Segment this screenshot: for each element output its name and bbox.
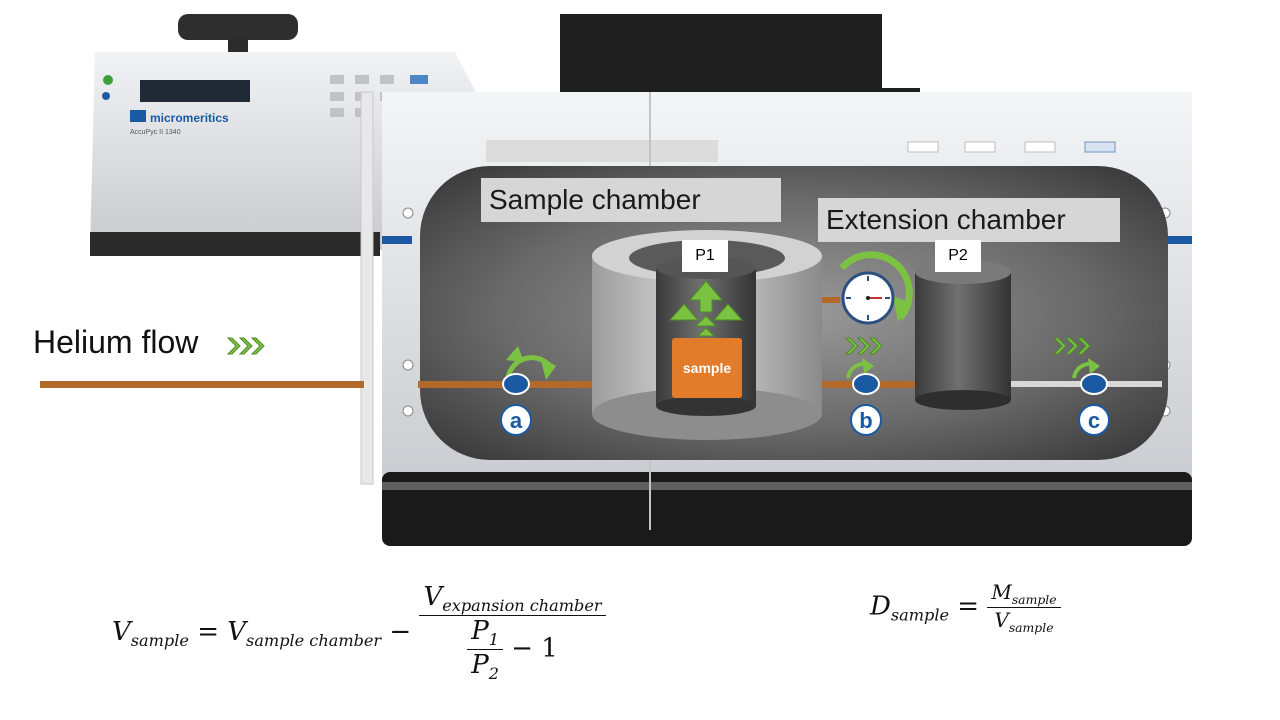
valve-a-label: a (500, 404, 532, 436)
p2-label: P2 (935, 240, 981, 272)
upward-flow-arrows-icon (668, 280, 744, 337)
valve-c-label: c (1078, 404, 1110, 436)
sample-block (672, 338, 742, 398)
p-num: P (471, 616, 489, 647)
density-formula: Dsample = Msample Vsample (870, 580, 1061, 635)
vol-term1: V (227, 616, 247, 647)
p1-label: P1 (682, 240, 728, 272)
den-den-sub: sample (1008, 620, 1054, 635)
extension-chamber-label: Extension chamber (818, 198, 1120, 242)
pressure-ratio: P1 P2 (467, 616, 503, 684)
device-model-text: AccuPyc II 1340 (130, 129, 181, 136)
flow-arrows-c-icon (1052, 337, 1091, 355)
tube-sample-to-extension (748, 381, 920, 388)
vol-lhs-sub: sample (130, 630, 189, 650)
minus-one: − 1 (511, 633, 558, 664)
den-den: V (994, 608, 1009, 632)
divider-post (360, 91, 374, 485)
extension-chamber-label-text: Extension chamber (826, 204, 1066, 235)
pressure-gauge-icon (839, 251, 913, 325)
vol-fraction-denominator: P1 P2 − 1 (419, 616, 605, 684)
flow-arrows-b-icon (844, 337, 883, 355)
den-lhs: D (870, 591, 891, 622)
tube-a-to-sample (418, 381, 660, 388)
minus-sign: − (389, 616, 412, 647)
extension-chamber (915, 260, 1011, 410)
helium-flow-label: Helium flow (33, 324, 198, 361)
sample-label: sample (683, 360, 731, 376)
sample-chamber-label-text: Sample chamber (489, 184, 701, 215)
den-num-sub: sample (1011, 592, 1057, 607)
p-den: P (471, 650, 489, 681)
valve-b-label: b (850, 404, 882, 436)
den-lhs-sub: sample (890, 605, 950, 625)
helium-inlet-tube (40, 381, 364, 388)
helium-flow-text: Helium flow (33, 324, 199, 360)
vol-fraction-numerator: Vexpansion chamber (419, 582, 606, 617)
vol-fraction: Vexpansion chamber P1 P2 − 1 (419, 582, 606, 684)
p-den-sub: 2 (488, 664, 499, 684)
volume-formula: Vsample = Vsample chamber − Vexpansion c… (112, 582, 606, 684)
pycnometer-diagram: micromeritics AccuPyc II 1340 (40, 14, 1192, 546)
vol-num: V (423, 582, 443, 612)
vol-term1-sub: sample chamber (246, 630, 382, 650)
p-num-sub: 1 (488, 630, 499, 650)
den-num: M (991, 580, 1012, 604)
valve-c-icon (1072, 358, 1108, 395)
valve-b-icon (846, 358, 880, 395)
density-fraction: Msample Vsample (987, 580, 1061, 635)
equals-sign: = (197, 616, 219, 647)
vol-num-sub: expansion chamber (442, 596, 602, 616)
sample-chamber-label: Sample chamber (481, 178, 781, 222)
valve-a-icon (502, 346, 556, 395)
density-equals-sign: = (957, 591, 980, 622)
device-brand-text: micromeritics (150, 111, 229, 125)
sample-chamber: sample (592, 230, 822, 440)
flow-arrows-icon (226, 337, 265, 355)
vol-lhs: V (112, 616, 131, 647)
